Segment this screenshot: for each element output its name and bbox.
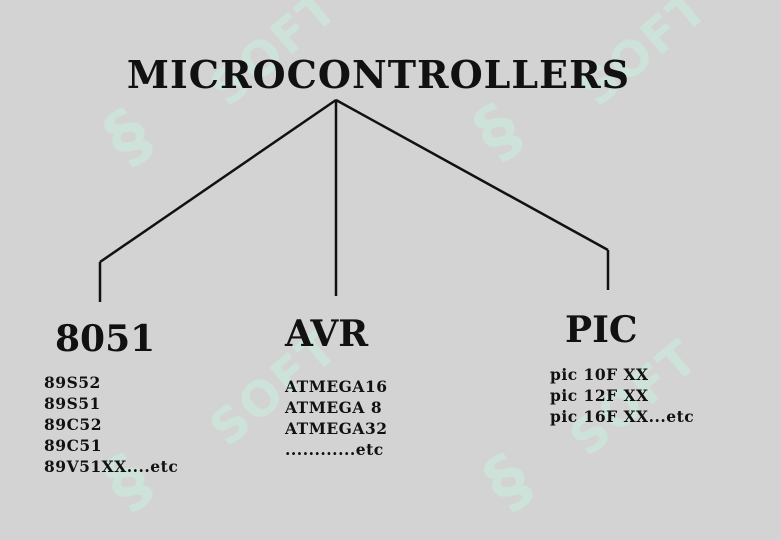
branch-list-avr: ATMEGA16 ATMEGA 8 ATMEGA32 ............e…	[285, 376, 388, 460]
list-item: 89C52	[44, 415, 102, 434]
list-item: ATMEGA16	[285, 377, 388, 396]
branch-list-8051: 89S52 89S51 89C52 89C51 89V51XX....etc	[44, 372, 178, 477]
list-item: 89V51XX....etc	[44, 457, 179, 476]
list-item: pic 16F XX...etc	[550, 407, 695, 426]
list-item: ATMEGA 8	[285, 398, 383, 417]
connector-8051	[99, 98, 337, 264]
list-item: ............etc	[285, 440, 384, 459]
list-item: 89C51	[44, 436, 102, 455]
list-item: ATMEGA32	[285, 419, 388, 438]
branch-list-pic: pic 10F XX pic 12F XX pic 16F XX...etc	[550, 364, 694, 427]
diagram-title: MICROCONTROLLERS	[126, 52, 631, 97]
list-item: pic 12F XX	[550, 386, 649, 405]
list-item: 89S52	[44, 373, 101, 392]
branch-title-avr: AVR	[285, 313, 369, 355]
list-item: 89S51	[44, 394, 101, 413]
branch-title-8051: 8051	[55, 318, 156, 360]
branch-title-pic: PIC	[565, 309, 638, 351]
list-item: pic 10F XX	[550, 365, 649, 384]
connector-pic	[335, 98, 609, 252]
